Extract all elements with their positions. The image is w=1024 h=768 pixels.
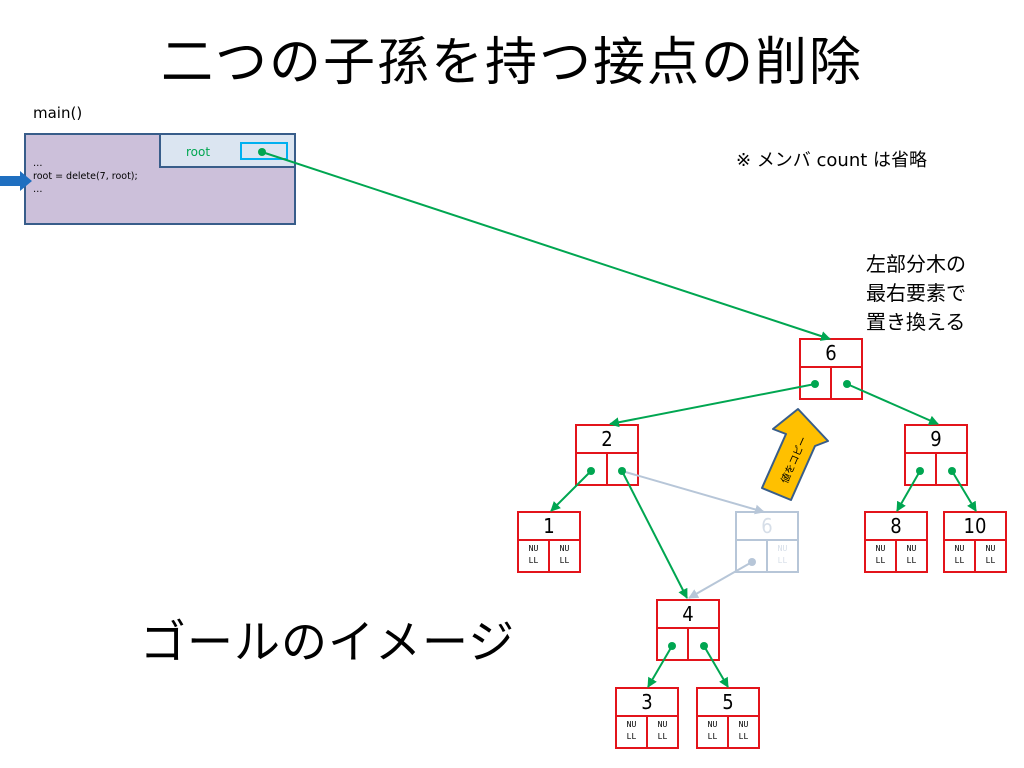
null-label: NU LL: [738, 720, 749, 741]
pointer-dot: [587, 467, 595, 475]
pointer-dot: [811, 380, 819, 388]
pointer-dot: [948, 467, 956, 475]
pointer-2-to-1: [550, 470, 592, 512]
pointer-dot: [618, 467, 626, 475]
null-label: NU LL: [906, 544, 917, 565]
tree-node-5: 5 NU LL NU LL: [696, 687, 760, 749]
tree-node-10: 10 NU LL NU LL: [943, 511, 1007, 573]
tree-node-3: 3 NU LL NU LL: [615, 687, 679, 749]
node-value: 9: [904, 424, 968, 454]
right-pointer-cell: [935, 454, 966, 484]
pointer-dot: [668, 642, 676, 650]
right-null-cell: NU LL: [548, 541, 579, 571]
page-title: 二つの子孫を持つ接点の削除: [160, 33, 863, 93]
faded-pointer-dot: [748, 558, 756, 566]
pointer-9-to-8: [896, 470, 921, 512]
node-value: 6: [799, 338, 863, 368]
faded-pointers: [621, 470, 765, 599]
right-null-cell: NU LL: [727, 717, 758, 747]
left-null-cell: NU LL: [519, 541, 548, 571]
node-value: 2: [575, 424, 639, 454]
code-line-3: …: [33, 184, 43, 195]
node-value: 10: [943, 511, 1007, 541]
right-pointer-cell: [830, 368, 861, 398]
node-value: 1: [517, 511, 581, 541]
code-line-2: root = delete(7, root);: [33, 171, 138, 182]
pointer-4-to-5: [703, 645, 729, 688]
left-null-cell: NU LL: [698, 717, 727, 747]
tree-node-6-removed: 6 NU LL: [735, 511, 799, 573]
pointer-2-to-4: [621, 470, 688, 599]
caption-line-3: 置き換える: [866, 310, 966, 334]
right-null-cell: NU LL: [974, 541, 1005, 571]
caption-text: 左部分木の 最右要素で 置き換える: [866, 250, 966, 337]
pointer-dot: [843, 380, 851, 388]
right-null-cell: NU LL: [766, 541, 797, 571]
left-null-cell: NU LL: [617, 717, 646, 747]
null-label: NU LL: [657, 720, 668, 741]
node-value: 8: [864, 511, 928, 541]
left-null-cell: NU LL: [866, 541, 895, 571]
tree-node-1: 1 NU LL NU LL: [517, 511, 581, 573]
tree-node-2: 2: [575, 424, 639, 486]
right-pointer-cell: [606, 454, 637, 484]
root-pointer: [261, 151, 831, 341]
faded-pointer-6-to-4: [688, 561, 753, 599]
right-pointer-cell: [687, 629, 718, 659]
tree-node-8: 8 NU LL NU LL: [864, 511, 928, 573]
copy-value-arrow-icon: [761, 408, 829, 501]
current-line-arrow-icon: [0, 171, 32, 191]
null-label: NU LL: [777, 544, 788, 565]
code-line-1: …: [33, 158, 43, 169]
right-null-cell: NU LL: [895, 541, 926, 571]
main-function-label: main(): [33, 104, 83, 122]
right-null-cell: NU LL: [646, 717, 677, 747]
node-value: 3: [615, 687, 679, 717]
faded-pointer-2-to-6: [621, 470, 765, 515]
caption-line-1: 左部分木の: [866, 252, 966, 276]
node-value: 4: [656, 599, 720, 629]
null-label: NU LL: [528, 544, 539, 565]
pointer-dot: [700, 642, 708, 650]
pointer-9-to-10: [951, 470, 977, 512]
pointer-4-to-3: [647, 645, 673, 688]
pointer-6-to-2: [609, 383, 816, 428]
null-label: NU LL: [707, 720, 718, 741]
node-value: 6: [735, 511, 799, 541]
root-variable-label: root: [186, 145, 211, 159]
null-label: NU LL: [985, 544, 996, 565]
null-label: NU LL: [875, 544, 886, 565]
caption-line-2: 最右要素で: [866, 281, 966, 305]
null-label: NU LL: [954, 544, 965, 565]
goal-text: ゴールのイメージ: [140, 615, 516, 669]
tree-node-9: 9: [904, 424, 968, 486]
left-null-cell: NU LL: [945, 541, 974, 571]
main-code: … root = delete(7, root); …: [33, 157, 138, 196]
null-label: NU LL: [559, 544, 570, 565]
pointer-6-to-9: [846, 383, 939, 425]
tree-node-6: 6: [799, 338, 863, 400]
node-value: 5: [696, 687, 760, 717]
root-pointer-dot: [258, 148, 266, 156]
pointer-dot: [916, 467, 924, 475]
null-label: NU LL: [626, 720, 637, 741]
note-text: ※ メンバ count は省略: [736, 150, 928, 171]
